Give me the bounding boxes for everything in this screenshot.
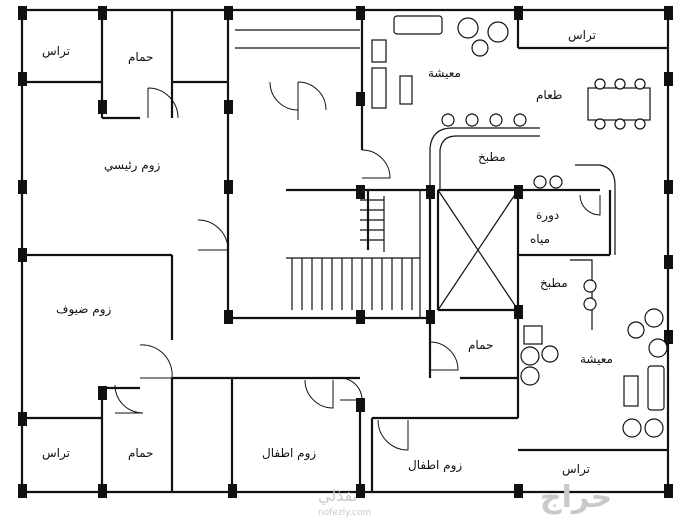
nofezly-watermark-url: nofezly.com: [318, 508, 372, 518]
outer-walls: [20, 8, 670, 494]
furniture: [371, 15, 668, 438]
living-room-left-label: زوم رئيسي: [104, 158, 161, 172]
terrace-top-right-label: تراس: [568, 28, 596, 42]
terrace-top-left-label: تراس: [42, 44, 70, 58]
bath-top-left-label: حمام: [128, 50, 154, 64]
kids-room-1-label: زوم اطفال: [262, 446, 317, 460]
haraj-watermark-logo: حراج: [540, 480, 613, 515]
terrace-bottom-right-label: تراس: [562, 462, 590, 476]
living-bottom-right-label: معيشة: [580, 352, 613, 366]
interior-walls: [22, 10, 668, 492]
nofezly-watermark-logo: نفذلي: [318, 486, 358, 505]
bath-center-label: حمام: [468, 338, 494, 352]
guest-room-label: زوم ضيوف: [56, 302, 112, 316]
bath-bottom-left-label: حمام: [128, 446, 154, 460]
stairs: [291, 196, 413, 310]
terrace-bottom-left-label: تراس: [42, 446, 70, 460]
kitchen-top-label: مطبخ: [478, 150, 506, 164]
kitchen-right-label: مطبخ: [540, 276, 568, 290]
kids-room-2-label: زوم اطفال: [408, 458, 463, 472]
columns: [18, 6, 673, 498]
living-top-right-label: معيشة: [428, 66, 461, 80]
wc-label-line1: دورة: [536, 208, 560, 222]
wc-label-line2: مياه: [530, 232, 550, 246]
dining-label: طعام: [536, 88, 563, 102]
door-swings: [114, 81, 601, 451]
